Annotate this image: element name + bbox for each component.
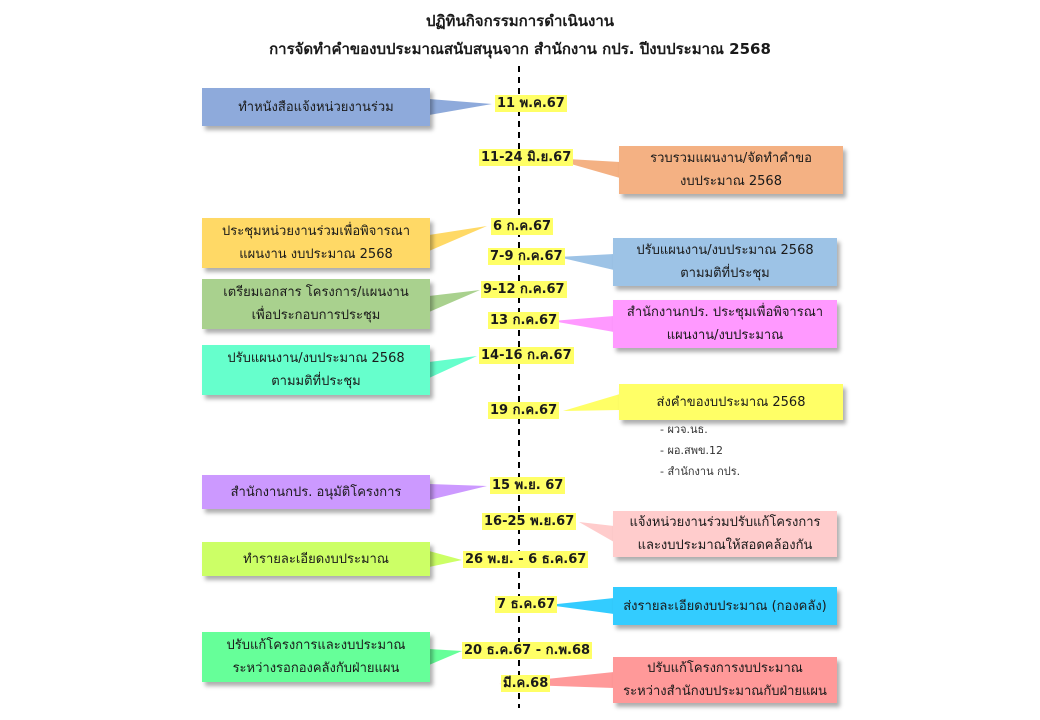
activity-text: ปรับแก้โครงการงบประมาณ xyxy=(647,661,803,676)
activity-text: งบประมาณ 2568 xyxy=(680,174,782,189)
activity-box: ปรับแก้โครงการงบประมาณระหว่างสำนักงบประม… xyxy=(613,657,837,703)
date-label: 15 พ.ย. 67 xyxy=(490,477,566,494)
date-label: 11-24 มิ.ย.67 xyxy=(479,149,574,166)
page-subtitle: การจัดทำคำของบประมาณสนับสนุนจาก สำนักงาน… xyxy=(269,40,771,58)
date-label: 26 พ.ย. - 6 ธ.ค.67 xyxy=(463,551,589,568)
activity-text: ตามมติที่ประชุม xyxy=(271,374,361,389)
activity-text: ปรับแผนงาน/งบประมาณ 2568 xyxy=(227,351,405,366)
date-label: 20 ธ.ค.67 - ก.พ.68 xyxy=(462,642,593,659)
callout-pointer xyxy=(429,551,462,567)
activity-text: ทำหนังสือแจ้งหน่วยงานร่วม xyxy=(238,99,394,115)
activity-box: ส่งคำของบประมาณ 2568 xyxy=(619,384,843,420)
activity-box: ปรับแผนงาน/งบประมาณ 2568 ตามมติที่ประชุม xyxy=(613,238,837,286)
activity-text: แผนงาน/งบประมาณ xyxy=(666,328,784,343)
date-label: 7 ธ.ค.67 xyxy=(495,596,558,613)
date-label: 6 ก.ค.67 xyxy=(491,218,554,235)
activity-text: แจ้งหน่วยงานร่วมปรับแก้โครงการ xyxy=(629,515,821,530)
page-title: ปฏิทินกิจกรรมการดำเนินงาน xyxy=(425,12,615,30)
callout-pointer xyxy=(552,316,614,332)
callout-pointer xyxy=(548,598,614,614)
activity-text: ทำรายละเอียดงบประมาณ xyxy=(243,551,389,567)
date-label: 11 พ.ค.67 xyxy=(495,95,567,112)
activity-text: ส่งรายละเอียดงบประมาณ (กองคลัง) xyxy=(623,598,827,614)
activity-box: เตรียมเอกสาร โครงการ/แผนงานเพื่อประกอบกา… xyxy=(202,279,430,329)
activity-text: และงบประมาณให้สอดคล้องกัน xyxy=(637,538,813,553)
date-label: 14-16 ก.ค.67 xyxy=(479,347,574,364)
recipient-item: - สำนักงาน กปร. xyxy=(660,465,741,478)
callout-pointer xyxy=(429,99,492,115)
recipient-item: - ผวจ.นธ. xyxy=(660,423,708,436)
callout-pointer xyxy=(429,290,480,312)
activity-text: ปรับแก้โครงการและงบประมาณ xyxy=(226,638,406,653)
activity-text: แผนงาน งบประมาณ 2568 xyxy=(239,247,393,262)
activity-box: รวบรวมแผนงาน/จัดทำคำของบประมาณ 2568 xyxy=(619,146,843,194)
date-label: 16-25 พ.ย.67 xyxy=(482,513,577,530)
activity-box: ทำหนังสือแจ้งหน่วยงานร่วม xyxy=(202,88,430,126)
callout-pointer xyxy=(429,356,477,378)
activity-box: สำนักงานกปร. อนุมัติโครงการ xyxy=(202,475,430,509)
callout-pointer xyxy=(429,484,487,500)
activity-text: ประชุมหน่วยงานร่วมเพื่อพิจารณา xyxy=(221,224,411,239)
activity-box: แจ้งหน่วยงานร่วมปรับแก้โครงการและงบประมา… xyxy=(613,511,837,557)
activity-text: เพื่อประกอบการประชุม xyxy=(251,308,381,323)
activity-box: ปรับแผนงาน/งบประมาณ 2568 ตามมติที่ประชุม xyxy=(202,345,430,395)
callout-pointer xyxy=(429,649,462,665)
date-label: 9-12 ก.ค.67 xyxy=(481,281,567,298)
activity-text: เตรียมเอกสาร โครงการ/แผนงาน xyxy=(223,285,409,300)
activity-text: ระหว่างรอกองคลังกับฝ่ายแผน xyxy=(232,661,400,676)
activity-text: สำนักงานกปร. ประชุมเพื่อพิจารณา xyxy=(626,305,824,320)
callout-pointer xyxy=(563,394,620,411)
date-label: 19 ก.ค.67 xyxy=(488,402,560,419)
activity-box: สำนักงานกปร. ประชุมเพื่อพิจารณาแผนงาน/งบ… xyxy=(613,300,837,348)
activity-text: ระหว่างสำนักงบประมาณกับฝ่ายแผน xyxy=(623,684,827,699)
callout-pointer xyxy=(558,254,614,270)
activity-text: รวบรวมแผนงาน/จัดทำคำขอ xyxy=(650,151,812,166)
activity-text: ตามมติที่ประชุม xyxy=(680,266,770,281)
recipient-item: - ผอ.สพข.12 xyxy=(660,444,723,457)
date-label: มี.ค.68 xyxy=(501,675,551,692)
activity-text: ปรับแผนงาน/งบประมาณ 2568 xyxy=(636,243,814,258)
activity-box: ทำรายละเอียดงบประมาณ xyxy=(202,542,430,576)
date-label: 13 ก.ค.67 xyxy=(488,312,560,329)
callout-pointer xyxy=(579,522,614,542)
date-label: 7-9 ก.ค.67 xyxy=(488,248,565,265)
activity-box: ประชุมหน่วยงานร่วมเพื่อพิจารณาแผนงาน งบป… xyxy=(202,218,430,268)
activity-text: ส่งคำของบประมาณ 2568 xyxy=(656,394,806,410)
activity-box: ปรับแก้โครงการและงบประมาณระหว่างรอกองคลั… xyxy=(202,632,430,682)
activity-box: ส่งรายละเอียดงบประมาณ (กองคลัง) xyxy=(613,587,837,625)
activity-text: สำนักงานกปร. อนุมัติโครงการ xyxy=(230,484,402,500)
callout-pointer xyxy=(429,226,487,251)
